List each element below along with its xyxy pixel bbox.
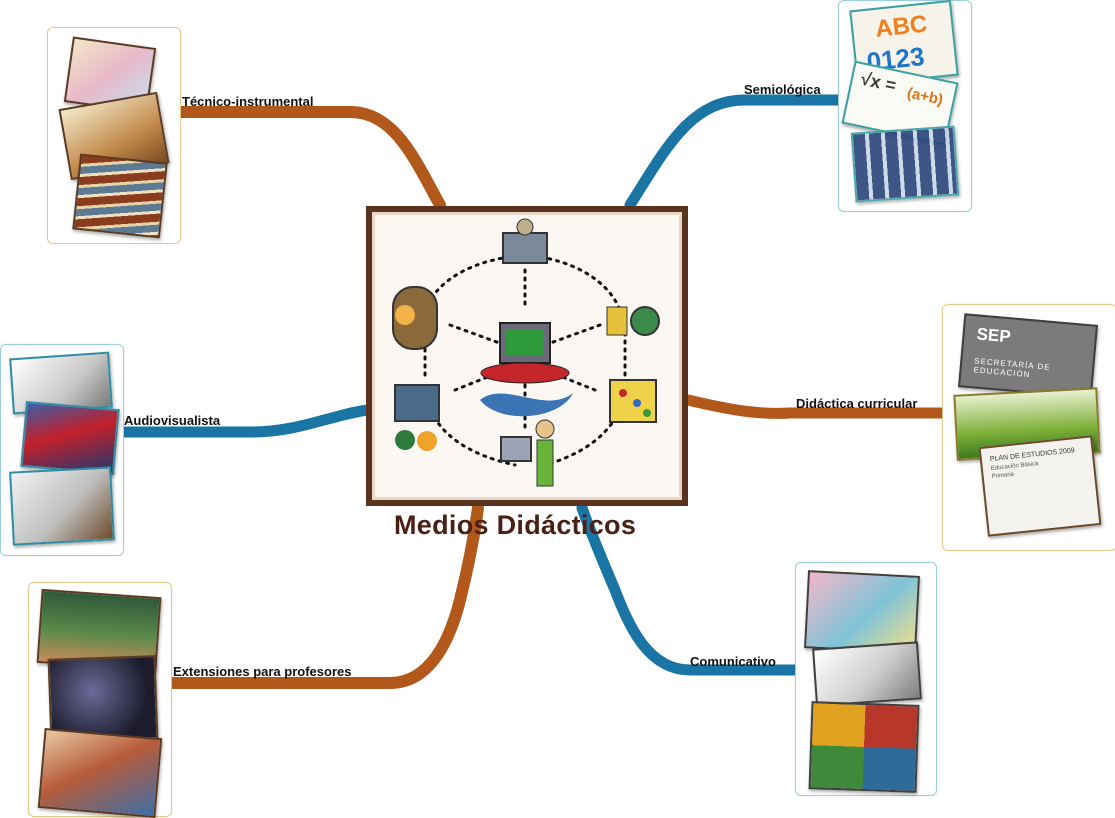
branch-line-comunicativo <box>576 502 806 676</box>
card-audiovisualista <box>0 344 124 556</box>
node-center-laptop <box>480 322 573 417</box>
node-right-earth <box>606 306 660 336</box>
sqrt-symbol: √x = <box>859 68 898 96</box>
label-tecnico-instrumental: Técnico-instrumental <box>182 94 314 109</box>
plan-estudios-cover-image: PLAN DE ESTUDIOS 2009 Educación Básica P… <box>978 435 1102 537</box>
card-tecnico-instrumental <box>47 27 181 244</box>
conversation-image <box>804 570 920 654</box>
abc-text: ABC <box>874 10 929 43</box>
newspaper-media-image <box>812 641 922 707</box>
branch-line-extensiones <box>164 502 484 689</box>
node-right-board <box>609 379 657 423</box>
node-top-computer <box>502 218 548 264</box>
branch-line-tecnico <box>174 106 446 211</box>
educacion-text: Educación Básica <box>990 461 1039 473</box>
label-audiovisualista: Audiovisualista <box>124 413 221 428</box>
web-logos-image <box>20 401 120 475</box>
central-illustration <box>372 212 682 500</box>
network-illustration <box>392 218 660 487</box>
branch-line-didactica <box>682 394 948 419</box>
label-didactica-curricular: Didáctica curricular <box>796 396 918 411</box>
sep-text: SEP <box>975 324 1012 347</box>
math-text: (a+b) <box>905 84 945 109</box>
secretaria-text: SECRETARÍA DE EDUCACIÓN <box>973 356 1051 380</box>
card-didactica-curricular: SEP SECRETARÍA DE EDUCACIÓN PLAN DE ESTU… <box>942 304 1115 551</box>
tools-grid-image <box>850 125 960 203</box>
node-bottom-kids <box>500 419 555 487</box>
media-devices-image <box>9 466 115 546</box>
books-stack-image <box>72 153 168 239</box>
label-comunicativo: Comunicativo <box>690 654 776 669</box>
card-semiologica: ABC 0123 √x = (a+b) <box>838 0 972 212</box>
primaria-text: Primaria <box>991 471 1015 480</box>
label-extensiones-para-profesores: Extensiones para profesores <box>173 664 352 679</box>
node-left-students <box>394 384 440 451</box>
senses-image <box>808 701 920 793</box>
label-semiologica: Semiológica <box>744 82 821 97</box>
sep-banner-image: SEP SECRETARÍA DE EDUCACIÓN <box>958 313 1098 399</box>
card-extensiones <box>28 582 172 818</box>
card-comunicativo <box>795 562 937 796</box>
branch-line-semiologica <box>624 94 846 211</box>
branch-line-audiovisualista <box>116 404 374 438</box>
node-left-library <box>392 286 438 350</box>
central-image-frame <box>366 206 688 506</box>
students-image <box>37 728 163 818</box>
central-title: Medios Didácticos <box>394 510 637 540</box>
